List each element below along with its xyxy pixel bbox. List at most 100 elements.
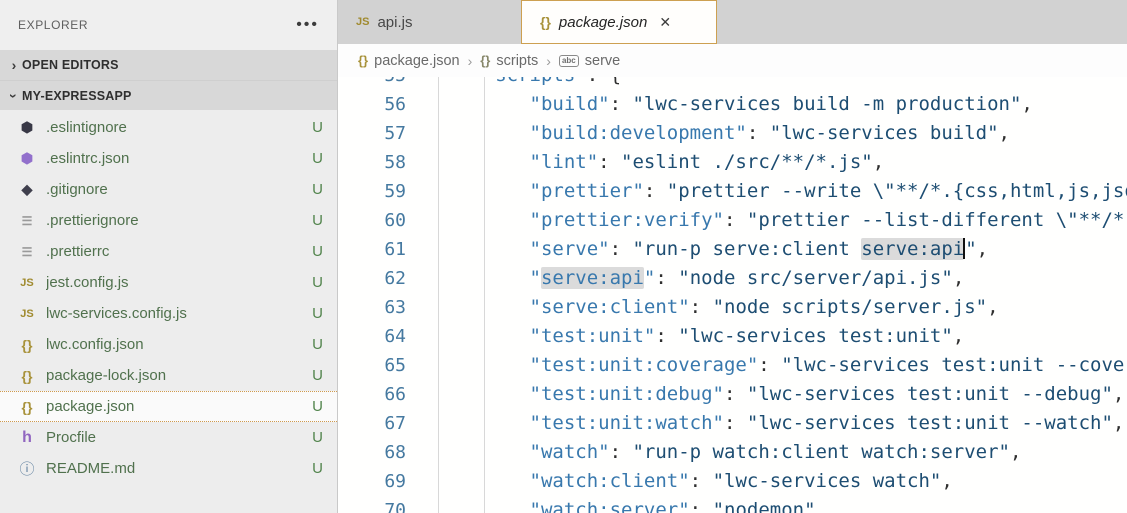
file-row[interactable]: {} package-lock.json U	[0, 360, 337, 391]
code-line[interactable]: 55 "scripts": {	[338, 77, 1127, 90]
line-number: 68	[384, 442, 406, 463]
code-line[interactable]: 66 "test:unit:debug": "lwc-services test…	[338, 380, 1127, 409]
explorer-title: EXPLORER	[18, 18, 89, 32]
git-status-badge: U	[312, 336, 323, 353]
git-status-badge: U	[312, 212, 323, 229]
code-text: "serve:api": "node src/server/api.js",	[529, 267, 965, 289]
code-line[interactable]: 58 "lint": "eslint ./src/**/*.js",	[338, 148, 1127, 177]
explorer-sidebar: EXPLORER ••• › OPEN EDITORS › MY-EXPRESS…	[0, 0, 338, 513]
git-status-badge: U	[312, 367, 323, 384]
line-number: 70	[384, 500, 406, 513]
code-line[interactable]: 61 "serve": "run-p serve:client serve:ap…	[338, 235, 1127, 264]
line-number: 57	[384, 123, 406, 144]
code-line[interactable]: 60 "prettier:verify": "prettier --list-d…	[338, 206, 1127, 235]
prettier-icon: ☰	[21, 213, 33, 228]
file-row[interactable]: h Procfile U	[0, 422, 337, 453]
line-number: 56	[384, 94, 406, 115]
code-text: "build": "lwc-services build -m producti…	[529, 93, 1033, 115]
breadcrumb-item-file[interactable]: {} package.json	[358, 52, 460, 69]
tab-label: package.json	[558, 13, 648, 31]
file-row[interactable]: ⬢ .eslintignore U	[0, 112, 337, 143]
code-text: "test:unit:debug": "lwc-services test:un…	[529, 383, 1125, 405]
code-text: "watch": "run-p watch:client watch:serve…	[529, 441, 1022, 463]
breadcrumb: {} package.json › {} scripts › abc serve	[338, 44, 1127, 77]
git-status-badge: U	[312, 119, 323, 136]
line-number: 69	[384, 471, 406, 492]
code-text: "prettier:verify": "prettier --list-diff…	[529, 209, 1127, 231]
file-name: .prettierrc	[46, 243, 110, 260]
file-row[interactable]: ◆ .gitignore U	[0, 174, 337, 205]
editor-group: JS api.js {} package.json ✕ {} package.j…	[338, 0, 1127, 513]
tab-package-json[interactable]: {} package.json ✕	[521, 0, 717, 44]
code-editor[interactable]: 55 "scripts": { 56 "build": "lwc-service…	[338, 77, 1127, 513]
line-number: 60	[384, 210, 406, 231]
git-status-badge: U	[312, 150, 323, 167]
file-row[interactable]: ☰ .prettierrc U	[0, 236, 337, 267]
code-line[interactable]: 64 "test:unit": "lwc-services test:unit"…	[338, 322, 1127, 351]
tab-api-js[interactable]: JS api.js	[338, 0, 521, 44]
more-actions-icon[interactable]: •••	[296, 16, 319, 33]
close-tab-icon[interactable]: ✕	[659, 13, 672, 30]
code-line[interactable]: 59 "prettier": "prettier --write \"**/*.…	[338, 177, 1127, 206]
chevron-right-icon: ›	[11, 57, 17, 73]
json-file-icon: {}	[358, 53, 369, 68]
git-status-badge: U	[312, 243, 323, 260]
text-cursor	[963, 237, 966, 259]
prettier-icon: ☰	[21, 244, 33, 259]
indent-guide	[438, 77, 439, 513]
line-number: 58	[384, 152, 406, 173]
file-row[interactable]: ⬢ .eslintrc.json U	[0, 143, 337, 174]
file-name: package-lock.json	[46, 367, 167, 384]
file-row[interactable]: JS jest.config.js U	[0, 267, 337, 298]
breadcrumb-separator: ›	[546, 52, 551, 69]
line-number: 62	[384, 268, 406, 289]
tab-bar: JS api.js {} package.json ✕	[338, 0, 1127, 44]
line-number: 64	[384, 326, 406, 347]
code-text: "test:unit:coverage": "lwc-services test…	[529, 354, 1127, 376]
breadcrumb-item-scripts[interactable]: {} scripts	[480, 52, 539, 69]
eslint-dark-icon: ⬢	[20, 119, 34, 135]
heroku-icon: h	[22, 428, 32, 446]
code-line[interactable]: 70 "watch:server": "nodemon"	[338, 496, 1127, 513]
git-status-badge: U	[312, 398, 323, 415]
line-number: 66	[384, 384, 406, 405]
sidebar-section-workspace[interactable]: › MY-EXPRESSAPP	[0, 80, 337, 110]
json-icon: {}	[21, 398, 33, 415]
code-text: "test:unit:watch": "lwc-services test:un…	[529, 412, 1125, 434]
file-row[interactable]: {} package.json U	[0, 391, 337, 422]
code-line[interactable]: 56 "build": "lwc-services build -m produ…	[338, 90, 1127, 119]
json-file-icon: {}	[540, 14, 551, 30]
code-line[interactable]: 62 "serve:api": "node src/server/api.js"…	[338, 264, 1127, 293]
code-text: "test:unit": "lwc-services test:unit",	[529, 325, 965, 347]
file-row[interactable]: ⓘ README.md U	[0, 453, 337, 484]
code-line[interactable]: 65 "test:unit:coverage": "lwc-services t…	[338, 351, 1127, 380]
word-highlight: serve:api	[861, 238, 965, 260]
breadcrumb-item-serve[interactable]: abc serve	[558, 53, 620, 69]
tab-label: api.js	[377, 13, 413, 31]
code-line[interactable]: 69 "watch:client": "lwc-services watch",	[338, 467, 1127, 496]
file-row[interactable]: JS lwc-services.config.js U	[0, 298, 337, 329]
file-name: README.md	[46, 460, 136, 477]
js-icon: JS	[20, 276, 34, 289]
code-line[interactable]: 67 "test:unit:watch": "lwc-services test…	[338, 409, 1127, 438]
file-name: .eslintignore	[46, 119, 127, 136]
code-text: "serve": "run-p serve:client serve:api",	[529, 237, 989, 260]
sidebar-section-open-editors[interactable]: › OPEN EDITORS	[0, 50, 337, 80]
string-symbol-icon: abc	[558, 54, 579, 67]
file-row[interactable]: {} lwc.config.json U	[0, 329, 337, 360]
code-text: "watch:client": "lwc-services watch",	[529, 470, 953, 492]
json-icon: {}	[21, 367, 33, 384]
code-text: "serve:client": "node scripts/server.js"…	[529, 296, 999, 318]
eslint-purple-icon: ⬢	[20, 150, 34, 166]
object-symbol-icon: {}	[480, 53, 491, 68]
file-name: jest.config.js	[46, 274, 129, 291]
word-highlight: serve:api	[540, 267, 644, 289]
code-line[interactable]: 57 "build:development": "lwc-services bu…	[338, 119, 1127, 148]
code-line[interactable]: 63 "serve:client": "node scripts/server.…	[338, 293, 1127, 322]
git-status-badge: U	[312, 460, 323, 477]
file-row[interactable]: ☰ .prettierignore U	[0, 205, 337, 236]
code-text: "prettier": "prettier --write \"**/*.{cs…	[529, 180, 1127, 202]
code-line[interactable]: 68 "watch": "run-p watch:client watch:se…	[338, 438, 1127, 467]
file-name: lwc.config.json	[46, 336, 144, 353]
